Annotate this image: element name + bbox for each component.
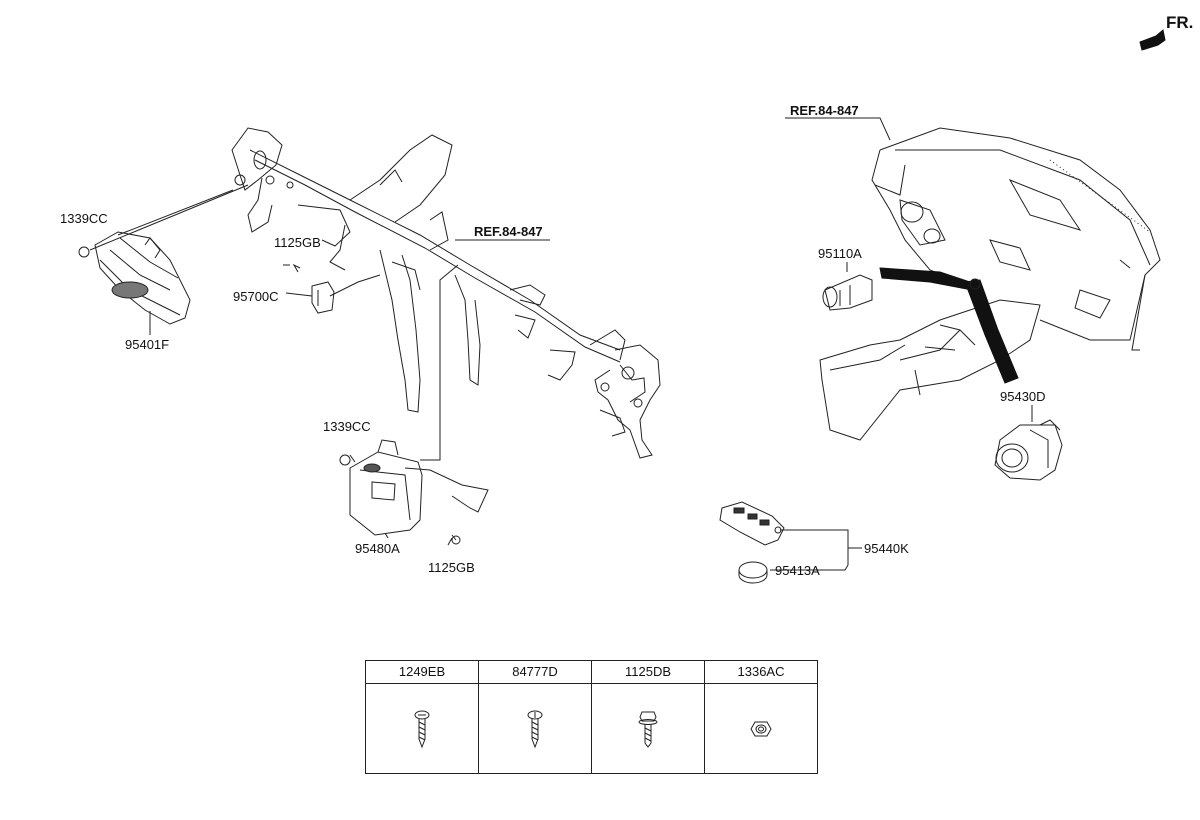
callout-1339cc-left: 1339CC bbox=[60, 211, 108, 226]
bolt-icon bbox=[451, 534, 457, 541]
hardware-part-number: 84777D bbox=[479, 661, 591, 684]
leader-lines bbox=[89, 117, 1033, 571]
callout-1125gb-upper: 1125GB bbox=[274, 235, 321, 250]
reference-label-crossmember: REF.84-847 bbox=[474, 224, 543, 239]
callout-95480a: 95480A bbox=[355, 541, 400, 556]
hardware-table: 1249EB 84777D 1125DB bbox=[365, 660, 818, 774]
nut-icon bbox=[750, 721, 772, 736]
hardware-column: 1125DB bbox=[592, 661, 705, 773]
hardware-part-number: 1336AC bbox=[705, 661, 817, 684]
module-95401f bbox=[94, 231, 191, 325]
callout-1339cc-mid: 1339CC bbox=[323, 419, 371, 434]
smart-key-95440k bbox=[719, 501, 785, 546]
callout-1125gb-lower: 1125GB bbox=[428, 560, 475, 575]
bolt-icon bbox=[339, 454, 351, 466]
callout-95110a: 95110A bbox=[818, 246, 862, 261]
hardware-column: 1336AC bbox=[705, 661, 817, 773]
pointer-wedge bbox=[964, 279, 1019, 384]
callout-95401f: 95401F bbox=[125, 337, 170, 352]
front-orientation-label: FR. bbox=[1166, 13, 1194, 32]
screw-icon bbox=[414, 710, 430, 748]
battery-95413a bbox=[738, 561, 768, 584]
callout-95430d: 95430D bbox=[1000, 389, 1046, 404]
sensor-95700c bbox=[292, 263, 335, 314]
callout-95700c: 95700C bbox=[233, 289, 279, 304]
hardware-column: 84777D bbox=[479, 661, 592, 773]
screw-icon bbox=[527, 710, 543, 748]
flange-bolt-icon bbox=[638, 711, 658, 748]
callout-95440k: 95440K bbox=[864, 541, 909, 556]
hardware-part-number: 1125DB bbox=[592, 661, 704, 684]
switch-95110a bbox=[822, 274, 873, 311]
ignition-switch-95430d bbox=[994, 419, 1063, 481]
hardware-column: 1249EB bbox=[366, 661, 479, 773]
hardware-part-number: 1249EB bbox=[366, 661, 478, 684]
bolt-icon bbox=[78, 246, 90, 258]
instrument-panel bbox=[819, 127, 1161, 441]
module-95480a bbox=[349, 439, 489, 536]
pointer-wedge bbox=[879, 267, 973, 291]
callout-95413a: 95413A bbox=[775, 563, 820, 578]
front-arrow-icon bbox=[1139, 29, 1166, 51]
reference-label-dash: REF.84-847 bbox=[790, 103, 859, 118]
crossmember-assembly bbox=[231, 127, 661, 459]
